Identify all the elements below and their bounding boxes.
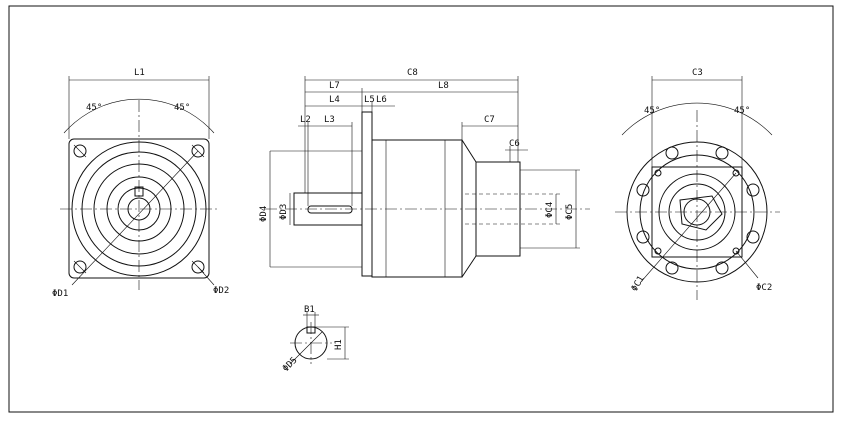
front-hole-tr <box>191 144 205 158</box>
leader-d5 <box>289 331 323 365</box>
dim-label-c2: ΦC2 <box>756 283 772 293</box>
leader-c1 <box>639 172 737 284</box>
dim-label-l8: L8 <box>438 81 449 91</box>
gearbox-body <box>371 139 463 278</box>
drawing-border <box>8 5 834 413</box>
dim-label-c4: ΦC4 <box>545 202 555 218</box>
dim-label-c6: C6 <box>509 139 520 149</box>
rear-bolt <box>746 230 760 244</box>
front-hole-mark <box>73 144 87 158</box>
rear-bolt <box>665 261 679 275</box>
dim-label-l1: L1 <box>134 68 145 78</box>
rear-corner-hole <box>732 169 740 177</box>
dim-label-h1: H1 <box>334 339 344 350</box>
side-view: C8 L7 L8 L4 L5 L6 L2 L3 C7 C6 ΦD4 ΦD3 ΦC… <box>259 68 590 278</box>
dim-label-d1: ΦD1 <box>52 289 68 299</box>
front-ring-4 <box>117 187 161 231</box>
rear-corner-hole <box>654 247 662 255</box>
dim-label-d4: ΦD4 <box>259 206 269 222</box>
rear-bolt <box>746 183 760 197</box>
rear-bolt <box>665 146 679 160</box>
dim-label-l2: L2 <box>300 115 311 125</box>
dim-label-c3: C3 <box>692 68 703 78</box>
front-key <box>134 186 144 197</box>
dim-label-l4: L4 <box>329 95 340 105</box>
rear-bore <box>668 183 726 241</box>
rear-corner-hole <box>654 169 662 177</box>
front-ring-1 <box>81 151 197 267</box>
dim-label-c8: C8 <box>407 68 418 78</box>
dim-label-c1: ΦC1 <box>630 274 647 293</box>
leader-d1 <box>71 150 199 286</box>
side-flange <box>361 111 373 277</box>
adapter-taper <box>461 139 477 278</box>
rear-corner-hole <box>732 247 740 255</box>
dim-label-c5: ΦC5 <box>565 204 575 220</box>
rear-angle-arc <box>621 102 773 136</box>
front-hole-bl <box>73 260 87 274</box>
dim-label-b1: B1 <box>304 305 315 315</box>
angle-label-left: 45° <box>86 103 102 113</box>
rear-input-hole <box>683 198 711 226</box>
leader-c2 <box>735 250 759 279</box>
rear-angle-left: 45° <box>644 106 660 116</box>
leader-d2 <box>197 266 215 286</box>
shaft-section: B1 H1 ΦD5 <box>281 305 349 374</box>
rear-bolt <box>715 261 729 275</box>
rear-clamp <box>679 195 723 231</box>
front-ring-3 <box>106 176 172 242</box>
rear-bolt <box>715 146 729 160</box>
dim-label-d3: ΦD3 <box>279 204 289 220</box>
angle-label-right: 45° <box>174 103 190 113</box>
rear-bolt <box>636 230 650 244</box>
front-hole-br <box>191 260 205 274</box>
front-outer-circle <box>71 141 207 277</box>
front-shaft-circle <box>127 197 151 221</box>
dim-label-d5: ΦD5 <box>281 356 300 375</box>
front-angle-arc <box>63 98 215 134</box>
rear-bolt-circle <box>639 154 755 270</box>
rear-view: C3 45° 45° ΦC1 ΦC2 <box>615 68 780 300</box>
rear-bolt <box>636 183 650 197</box>
front-hole-tl <box>73 144 87 158</box>
dim-label-d2: ΦD2 <box>213 286 229 296</box>
dim-label-l5: L5 <box>364 95 375 105</box>
rear-outer-circle <box>626 141 768 283</box>
front-view: L1 45° 45° ΦD1 ΦD2 <box>52 68 229 299</box>
dim-label-l6: L6 <box>376 95 387 105</box>
rear-angle-right: 45° <box>734 106 750 116</box>
dim-label-l7: L7 <box>329 81 340 91</box>
shaft-keyway <box>307 205 353 214</box>
motor-adapter <box>475 161 521 257</box>
dim-label-l3: L3 <box>324 115 335 125</box>
dim-label-c7: C7 <box>484 115 495 125</box>
front-flange-square <box>68 138 210 279</box>
rear-bore-outer <box>658 173 736 251</box>
rear-square-flange <box>651 166 743 258</box>
front-ring-2 <box>93 163 185 255</box>
front-hole-mark <box>73 260 87 274</box>
